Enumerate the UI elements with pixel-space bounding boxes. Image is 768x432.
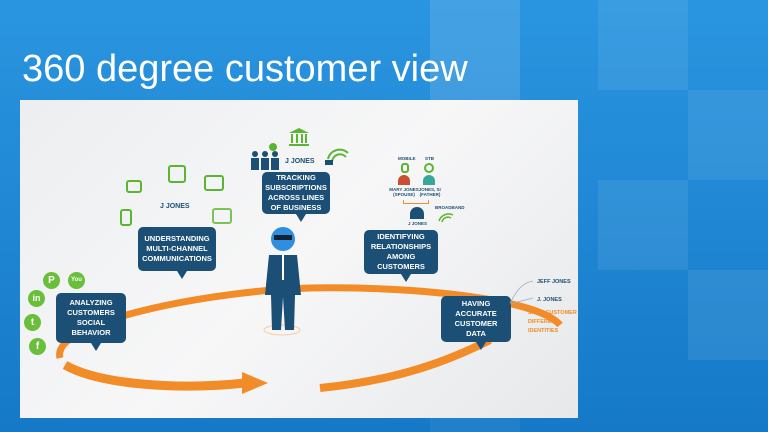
family-connector (403, 200, 429, 204)
bank-icon (289, 128, 309, 146)
jjones-avatar (410, 207, 424, 219)
bg-tile (688, 90, 768, 180)
label-broadband: BROADBAND (435, 205, 465, 210)
label-jjones-business: J JONES (285, 158, 315, 165)
linkedin-icon: in (28, 290, 45, 307)
label-stb: STB (425, 156, 434, 161)
spouse-avatar (398, 175, 410, 185)
mobile-icon (401, 163, 409, 173)
bubble-accurate-data: HAVING ACCURATE CUSTOMER DATA (441, 296, 511, 350)
bg-tile (598, 0, 688, 90)
printer-icon (212, 208, 232, 224)
bubble-subscriptions: TRACKING SUBSCRIPTIONS ACROSS LINES OF B… (262, 172, 330, 222)
stb-icon (424, 163, 434, 173)
label-jjones-family: J JONES (408, 221, 428, 226)
customer-person-icon (265, 227, 301, 330)
label-j-jones: J. JONES (537, 297, 562, 303)
identity-connector (509, 280, 534, 305)
youtube-icon: You (68, 272, 85, 289)
bubble-social-behavior: ANALYZING CUSTOMERS SOCIAL BEHAVIOR (56, 293, 126, 351)
infographic: ANALYZING CUSTOMERS SOCIAL BEHAVIOR UNDE… (20, 100, 578, 418)
bg-tile (430, 0, 520, 100)
tablet-icon (126, 180, 142, 193)
label-father: JONES, Sr (FATHER) (418, 187, 442, 197)
wifi-icon (325, 148, 349, 165)
label-jjones-channels: J JONES (160, 203, 190, 210)
bubble-relationships: IDENTIFYING RELATIONSHIPS AMONG CUSTOMER… (364, 230, 438, 282)
email-icon (168, 165, 186, 183)
label-jeff-jones: JEFF JONES (537, 279, 571, 285)
phone-icon (120, 209, 132, 226)
laptop-icon (204, 175, 224, 191)
bg-tile (598, 180, 688, 270)
bubble-multichannel: UNDERSTANDING MULTI-CHANNEL COMMUNICATIO… (138, 227, 216, 279)
label-mobile: MOBILE (398, 156, 416, 161)
father-avatar (423, 175, 435, 185)
facebook-icon: f (29, 338, 46, 355)
slide-title: 360 degree customer view (22, 48, 468, 90)
pinterest-icon: P (43, 272, 60, 289)
label-spouse: MARY JONES (SPOUSE) (389, 187, 419, 197)
broadband-icon (438, 213, 454, 223)
people-icon (251, 143, 279, 170)
label-same-customer: SAME CUSTOMER DIFFERENT IDENTITIES (528, 310, 577, 334)
bg-tile (688, 270, 768, 360)
twitter-icon: t (24, 314, 41, 331)
